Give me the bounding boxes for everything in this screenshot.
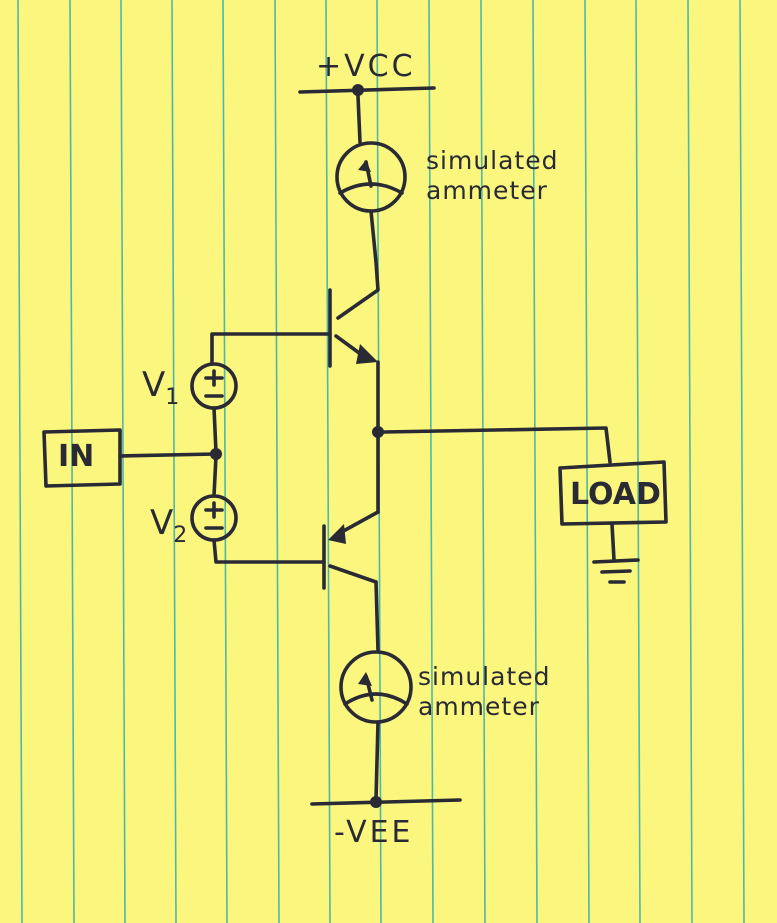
- v2-label-name: V: [150, 503, 174, 543]
- top-ammeter-label-line1: simulated: [426, 146, 559, 175]
- vee-rail: [310, 796, 462, 808]
- ruled-line: [532, 0, 538, 923]
- ruled-line: [222, 0, 228, 923]
- top-ammeter-label-line2: ammeter: [426, 176, 548, 205]
- output-node-dot: [372, 426, 384, 438]
- vcc-label: +VCC: [316, 49, 416, 84]
- ruled-line: [325, 0, 331, 923]
- load-box-outline: [558, 460, 668, 526]
- bottom-ammeter-symbol: [339, 650, 413, 724]
- ruled-line: [584, 0, 590, 923]
- v1-label: V1: [142, 368, 179, 409]
- wire-output-to-load: [382, 426, 612, 464]
- wire-pnp-to-ammeter: [374, 580, 380, 652]
- ruled-line: [635, 0, 641, 923]
- wire-ammeter-to-npn-collector: [336, 209, 380, 320]
- vcc-rail: [298, 84, 436, 96]
- ruled-line: [739, 0, 745, 923]
- ruled-line: [69, 0, 75, 923]
- v1-voltage-source: [190, 362, 238, 410]
- top-ammeter-symbol: [335, 141, 407, 213]
- npn-transistor: [328, 288, 378, 368]
- wire-v2-to-pnp-base: [212, 538, 326, 564]
- v1-label-subscript: 1: [165, 384, 180, 410]
- ruled-line: [171, 0, 177, 923]
- bottom-ammeter-label-line2: ammeter: [418, 692, 540, 721]
- vee-label: -VEE: [334, 815, 414, 850]
- v2-label-subscript: 2: [173, 522, 188, 548]
- ruled-line: [428, 0, 434, 923]
- ground-symbol: [592, 522, 640, 584]
- v2-label: V2: [150, 506, 187, 547]
- pnp-transistor: [322, 510, 380, 590]
- bottom-ammeter-label: simulated ammeter: [418, 662, 551, 722]
- ruled-line: [120, 0, 126, 923]
- v1-label-name: V: [142, 365, 166, 405]
- wire-v1-to-node: [212, 406, 218, 454]
- wire-ammeter-to-vee: [374, 720, 380, 802]
- input-terminal: [42, 428, 218, 488]
- bottom-ammeter-label-line1: simulated: [418, 662, 551, 691]
- input-box-label: IN: [58, 439, 95, 474]
- ruled-line: [687, 0, 693, 923]
- wire-v1-to-npn-base: [210, 332, 332, 364]
- wire-node-to-v2: [212, 454, 218, 498]
- load-box-label: LOAD: [570, 477, 661, 512]
- wire-vcc-to-ammeter: [356, 94, 362, 144]
- ruled-line: [480, 0, 486, 923]
- top-ammeter-label: simulated ammeter: [426, 146, 559, 206]
- ruled-line: [17, 0, 23, 923]
- ruled-line: [274, 0, 280, 923]
- v2-voltage-source: [190, 494, 238, 542]
